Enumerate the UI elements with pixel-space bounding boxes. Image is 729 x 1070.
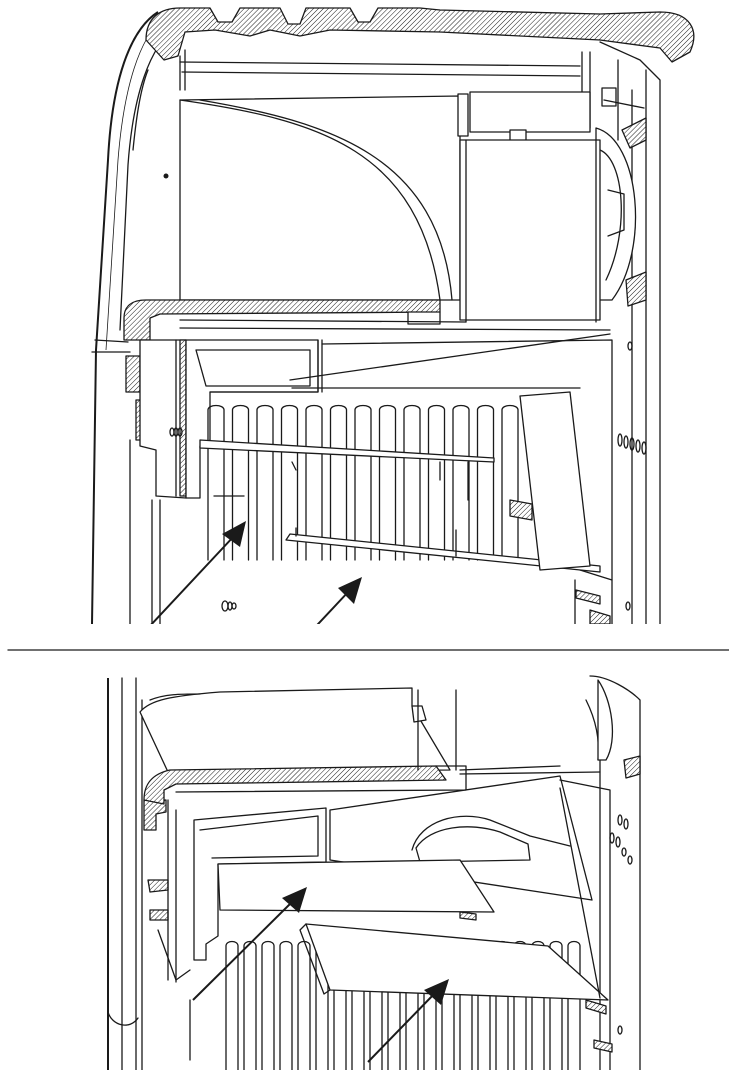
fin [261, 940, 275, 1070]
left-bracket [125, 339, 237, 624]
airflow-arrow-head-2 [338, 577, 362, 604]
fin [280, 404, 299, 561]
fin [378, 404, 397, 561]
fin [279, 940, 293, 1070]
fin [256, 404, 274, 561]
lower-baffle-1 [217, 859, 495, 921]
fin [567, 940, 581, 1070]
upper-deflector [519, 391, 591, 571]
airflow-arrow-head-4 [424, 979, 449, 1005]
lower-side-frame [107, 677, 191, 1070]
fin [427, 404, 446, 561]
airflow-arrow-4 [367, 991, 437, 1063]
heat-exchanger-fins [207, 404, 519, 561]
lower-box [193, 775, 593, 961]
fin [452, 404, 470, 561]
lower-baffle-2 [299, 787, 609, 1001]
airflow-arrow-1 [150, 534, 236, 624]
airflow-arrow-head-3 [282, 887, 307, 913]
upper-air-chamber [163, 91, 601, 323]
airflow-arrow-2 [316, 589, 351, 624]
lower-shelf [139, 687, 467, 805]
airflow-arrow-3 [192, 899, 295, 1001]
fin [243, 940, 257, 1070]
fin [354, 404, 372, 561]
fin [329, 404, 348, 561]
fin [403, 404, 421, 561]
fin [207, 404, 225, 561]
fin [297, 940, 311, 1070]
upper-view [91, 7, 695, 624]
lower-right-panel [459, 675, 641, 1070]
upper-shelf [123, 299, 611, 341]
fin [476, 404, 495, 561]
fin [501, 404, 519, 561]
right-side-panel [574, 41, 661, 624]
airflow-arrow-head-1 [222, 521, 246, 547]
lower-view [107, 675, 641, 1070]
upper-baffle-2 [285, 499, 601, 573]
upper-baffle-1 [199, 439, 495, 501]
top-handle-rail [145, 7, 695, 129]
